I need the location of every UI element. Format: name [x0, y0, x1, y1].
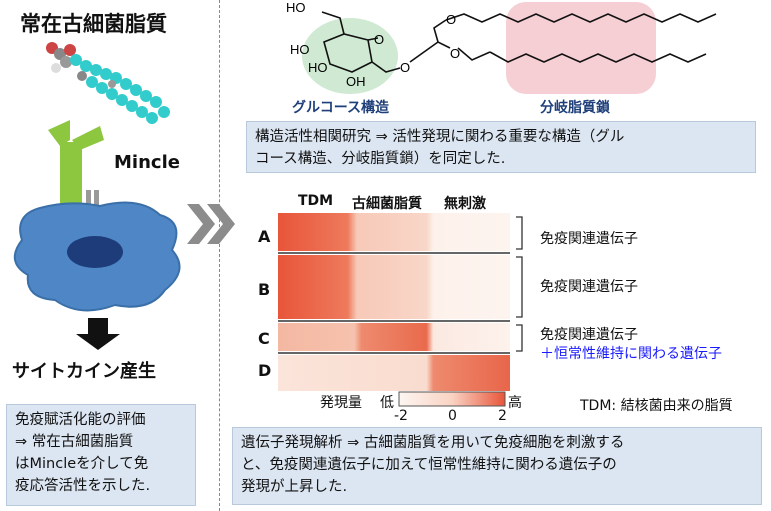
- glucose-label: グルコース構造: [292, 100, 390, 116]
- mincle-label: Mincle: [114, 152, 180, 173]
- heatmap-block-b: [278, 255, 510, 319]
- finding-line: 発現が上昇した.: [241, 479, 348, 495]
- heatmap-block-a: [278, 213, 510, 251]
- legend-tick: 0: [448, 408, 457, 424]
- legend-low-label: 低: [380, 395, 394, 411]
- cytokine-label: サイトカイン産生: [12, 361, 156, 382]
- finding-line: コース構造、分岐脂質鎖）を同定した.: [255, 151, 506, 167]
- atom-ho: HO: [286, 0, 306, 15]
- glucose-highlight: [302, 18, 398, 94]
- lipid-title: 常在古細菌脂質: [20, 12, 167, 36]
- finding-line: 遺伝子発現解析 ⇒ 古細菌脂質を用いて免疫細胞を刺激する: [241, 435, 625, 451]
- summary-line: 疫応答活性を示した.: [15, 478, 151, 494]
- legend-high-label: 高: [508, 395, 522, 411]
- summary-box-left: 免疫賦活化能の評価 ⇒ 常在古細菌脂質 はMincleを介して免 疫応答活性を示…: [6, 404, 196, 506]
- lipid-highlight: [506, 2, 656, 94]
- gene-group-label: 免疫関連遺伝子: [540, 327, 638, 343]
- summary-line: はMincleを介して免: [15, 456, 149, 472]
- heatmap: [278, 213, 510, 391]
- heatmap-row-label: B: [258, 280, 271, 299]
- gene-group-label: 免疫関連遺伝子: [540, 231, 638, 247]
- atom-o: O: [450, 46, 460, 61]
- heatmap-row-label: A: [258, 227, 271, 246]
- color-scale-bar: [398, 391, 506, 407]
- row-brackets: [516, 216, 523, 352]
- heatmap-column-label: 無刺激: [444, 196, 486, 212]
- heatmap-column-label: 古細菌脂質: [352, 196, 422, 212]
- atom-ho: HO: [308, 60, 328, 75]
- structure-bonds: [321, 11, 717, 73]
- homeostasis-gene-label: ＋恒常性維持に関わる遺伝子: [540, 346, 722, 362]
- chevron-right-icon: [187, 204, 235, 244]
- atom-ho: HO: [290, 42, 310, 57]
- immune-cell: [13, 201, 181, 312]
- atom-o: O: [374, 32, 384, 47]
- finding-line: と、免疫関連遺伝子に加えて恒常性維持に関わる遺伝子の: [241, 457, 617, 473]
- legend-tick: 2: [498, 408, 507, 424]
- chemical-structure: HO HO HO OH O O O O: [286, 0, 717, 94]
- heatmap-row-label: C: [258, 329, 270, 348]
- atom-o: O: [400, 60, 410, 75]
- tdm-footnote: TDM: 結核菌由来の脂質: [580, 398, 733, 414]
- atom-oh: OH: [346, 74, 366, 89]
- lipid-chain-label: 分岐脂質鎖: [540, 100, 610, 116]
- finding-line: 構造活性相関研究 ⇒ 活性発現に関わる重要な構造（グル: [255, 129, 625, 145]
- molecule-model: [46, 42, 170, 124]
- legend-tick: -2: [394, 408, 408, 424]
- down-arrow-icon: [76, 318, 120, 350]
- finding-box-top: 構造活性相関研究 ⇒ 活性発現に関わる重要な構造（グル コース構造、分岐脂質鎖）…: [246, 121, 756, 173]
- summary-line: 免疫賦活化能の評価: [15, 412, 146, 428]
- legend-title: 発現量: [320, 395, 362, 411]
- atom-o: O: [446, 12, 456, 27]
- heatmap-column-label: TDM: [298, 193, 334, 209]
- heatmap-block-d: [278, 355, 510, 391]
- finding-box-bottom: 遺伝子発現解析 ⇒ 古細菌脂質を用いて免疫細胞を刺激する と、免疫関連遺伝子に加…: [232, 427, 762, 505]
- panel-divider: [219, 0, 220, 511]
- gene-group-label: 免疫関連遺伝子: [540, 279, 638, 295]
- summary-line: ⇒ 常在古細菌脂質: [15, 434, 134, 450]
- heatmap-row-label: D: [258, 361, 272, 380]
- heatmap-block-c: [278, 323, 510, 351]
- cell-diagram: [13, 42, 181, 350]
